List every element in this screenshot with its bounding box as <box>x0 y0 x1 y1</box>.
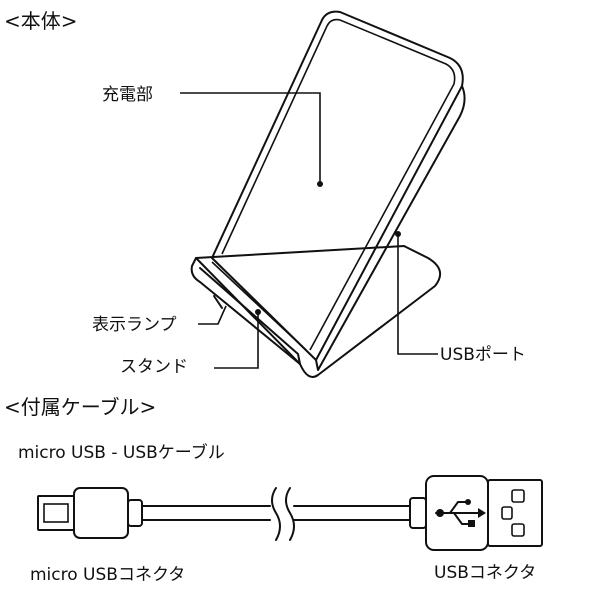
micro-usb-tip-inner <box>43 503 69 523</box>
leader-stand <box>214 312 259 369</box>
leader-dot-charging-part <box>317 181 323 187</box>
micro-usb-housing <box>73 487 129 539</box>
charging-panel <box>211 10 464 361</box>
charging-panel-bevel <box>221 18 456 351</box>
label-charging-part: 充電部 <box>102 85 153 105</box>
cable-name: micro USB - USBケーブル <box>18 442 225 463</box>
cable-break-right <box>285 487 295 541</box>
label-usb-connector: USBコネクタ <box>434 563 536 583</box>
indicator-lamp-mark <box>213 295 223 309</box>
usb-cable <box>37 475 543 551</box>
usb-a-shell <box>487 479 543 547</box>
accessory-heading: <付属ケーブル> <box>4 395 156 419</box>
stand-base <box>195 245 442 378</box>
label-micro-usb-connector: micro USBコネクタ <box>30 565 185 585</box>
leader-usb-port <box>397 234 438 355</box>
label-usb-port: USBポート <box>440 345 526 365</box>
stand-base-front-edge <box>190 257 301 365</box>
usb-a-strain-relief <box>409 497 427 529</box>
usb-logo-icon <box>435 499 486 527</box>
micro-usb-strain-relief <box>127 499 143 527</box>
charging-stand <box>190 10 466 378</box>
usb-a-slot-1 <box>511 489 525 503</box>
stand-callouts: 充電部 USBポート 表示ランプ スタンド <box>92 85 526 377</box>
usb-a-slot-3 <box>511 523 525 537</box>
label-stand: スタンド <box>120 357 188 377</box>
body-heading: <本体> <box>4 9 78 33</box>
leader-charging-part <box>180 92 321 184</box>
stand-base-lip <box>199 267 301 365</box>
leader-indicator-lamp <box>198 305 227 325</box>
label-indicator-lamp: 表示ランプ <box>92 315 177 335</box>
charging-panel-side <box>315 85 466 371</box>
cable-break-left <box>271 487 281 541</box>
leader-dot-stand <box>255 309 261 315</box>
usb-a-slot-2 <box>501 506 513 520</box>
